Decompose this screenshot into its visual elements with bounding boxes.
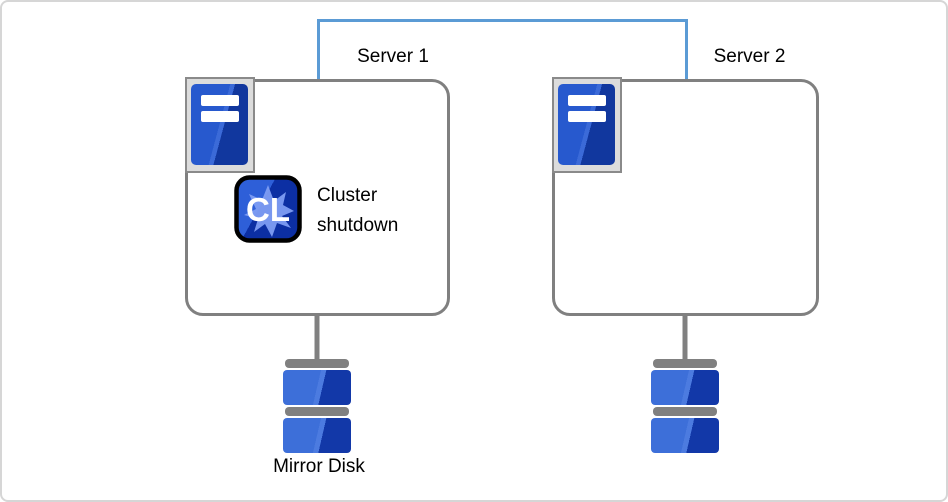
cl-icon-text: CL [246, 191, 290, 228]
disk-cap [653, 407, 717, 416]
server2-icon-frame [552, 77, 622, 173]
server-icon-slot [201, 111, 239, 122]
server-icon [558, 84, 615, 165]
cluster-shutdown-label: Cluster shutdown [317, 185, 399, 236]
server1-icon-frame [185, 77, 255, 173]
mirror-disk-server2 [651, 359, 719, 455]
server-icon-slot [201, 95, 239, 106]
server2-label: Server 2 [713, 46, 786, 67]
mirror-disk-server1 [283, 359, 351, 455]
disk-platter [283, 418, 351, 453]
disk-cap [653, 359, 717, 368]
mirror-disk-label: Mirror Disk [273, 456, 365, 477]
disk-platter [651, 370, 719, 405]
disk-platter [283, 370, 351, 405]
gear-splat-shape [244, 185, 294, 237]
server-icon-slot [568, 111, 606, 122]
cluster-cl-icon: CL [234, 175, 302, 243]
server-icon-slot [568, 95, 606, 106]
disk-cap [285, 407, 349, 416]
disk-cap [285, 359, 349, 368]
server1-label: Server 1 [357, 46, 429, 67]
server-icon [191, 84, 248, 165]
disk-platter [651, 418, 719, 453]
server2-box [552, 79, 819, 316]
